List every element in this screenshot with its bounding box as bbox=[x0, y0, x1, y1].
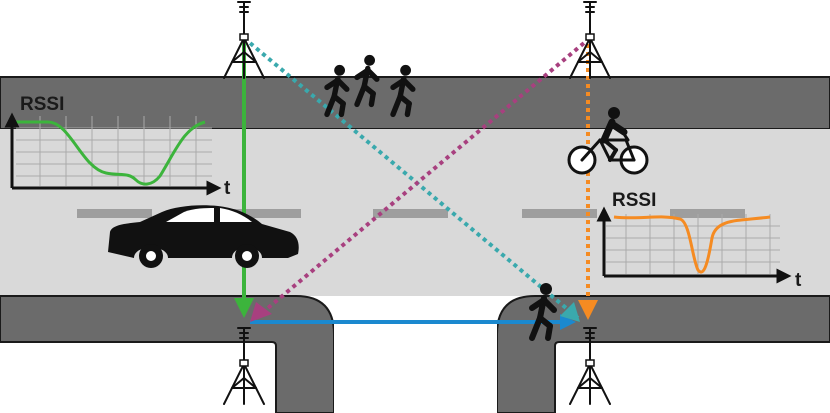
arrowhead-magenta bbox=[250, 302, 272, 322]
graph-right-xlabel: t bbox=[795, 270, 802, 291]
radio-links bbox=[234, 36, 598, 330]
car-icon bbox=[108, 205, 299, 268]
arrowhead-green bbox=[234, 298, 254, 318]
top-sidewalk bbox=[0, 76, 830, 130]
tripod-antenna-icon bbox=[569, 1, 611, 79]
lane-markings bbox=[77, 209, 745, 218]
bottom-left-sidewalk bbox=[0, 295, 335, 413]
link-teal bbox=[242, 36, 580, 320]
bottom-right-sidewalk bbox=[496, 295, 830, 413]
tripod-antenna-icon bbox=[223, 1, 265, 79]
arrowhead-teal bbox=[560, 302, 580, 322]
side-street bbox=[334, 296, 497, 413]
graph-right-ylabel: RSSI bbox=[612, 190, 656, 211]
rssi-graph-left: RSSI t bbox=[4, 94, 231, 199]
link-magenta bbox=[254, 36, 592, 320]
arrowhead-orange bbox=[578, 300, 598, 320]
cyclist-icon bbox=[567, 107, 649, 175]
graph-right-rssi-curve bbox=[613, 215, 771, 274]
graph-left-ylabel: RSSI bbox=[20, 94, 64, 115]
graph-left-rssi-curve bbox=[16, 120, 206, 186]
roadway bbox=[0, 76, 830, 413]
rssi-graph-right: RSSI t bbox=[596, 190, 802, 291]
graph-left-xlabel: t bbox=[224, 178, 231, 199]
